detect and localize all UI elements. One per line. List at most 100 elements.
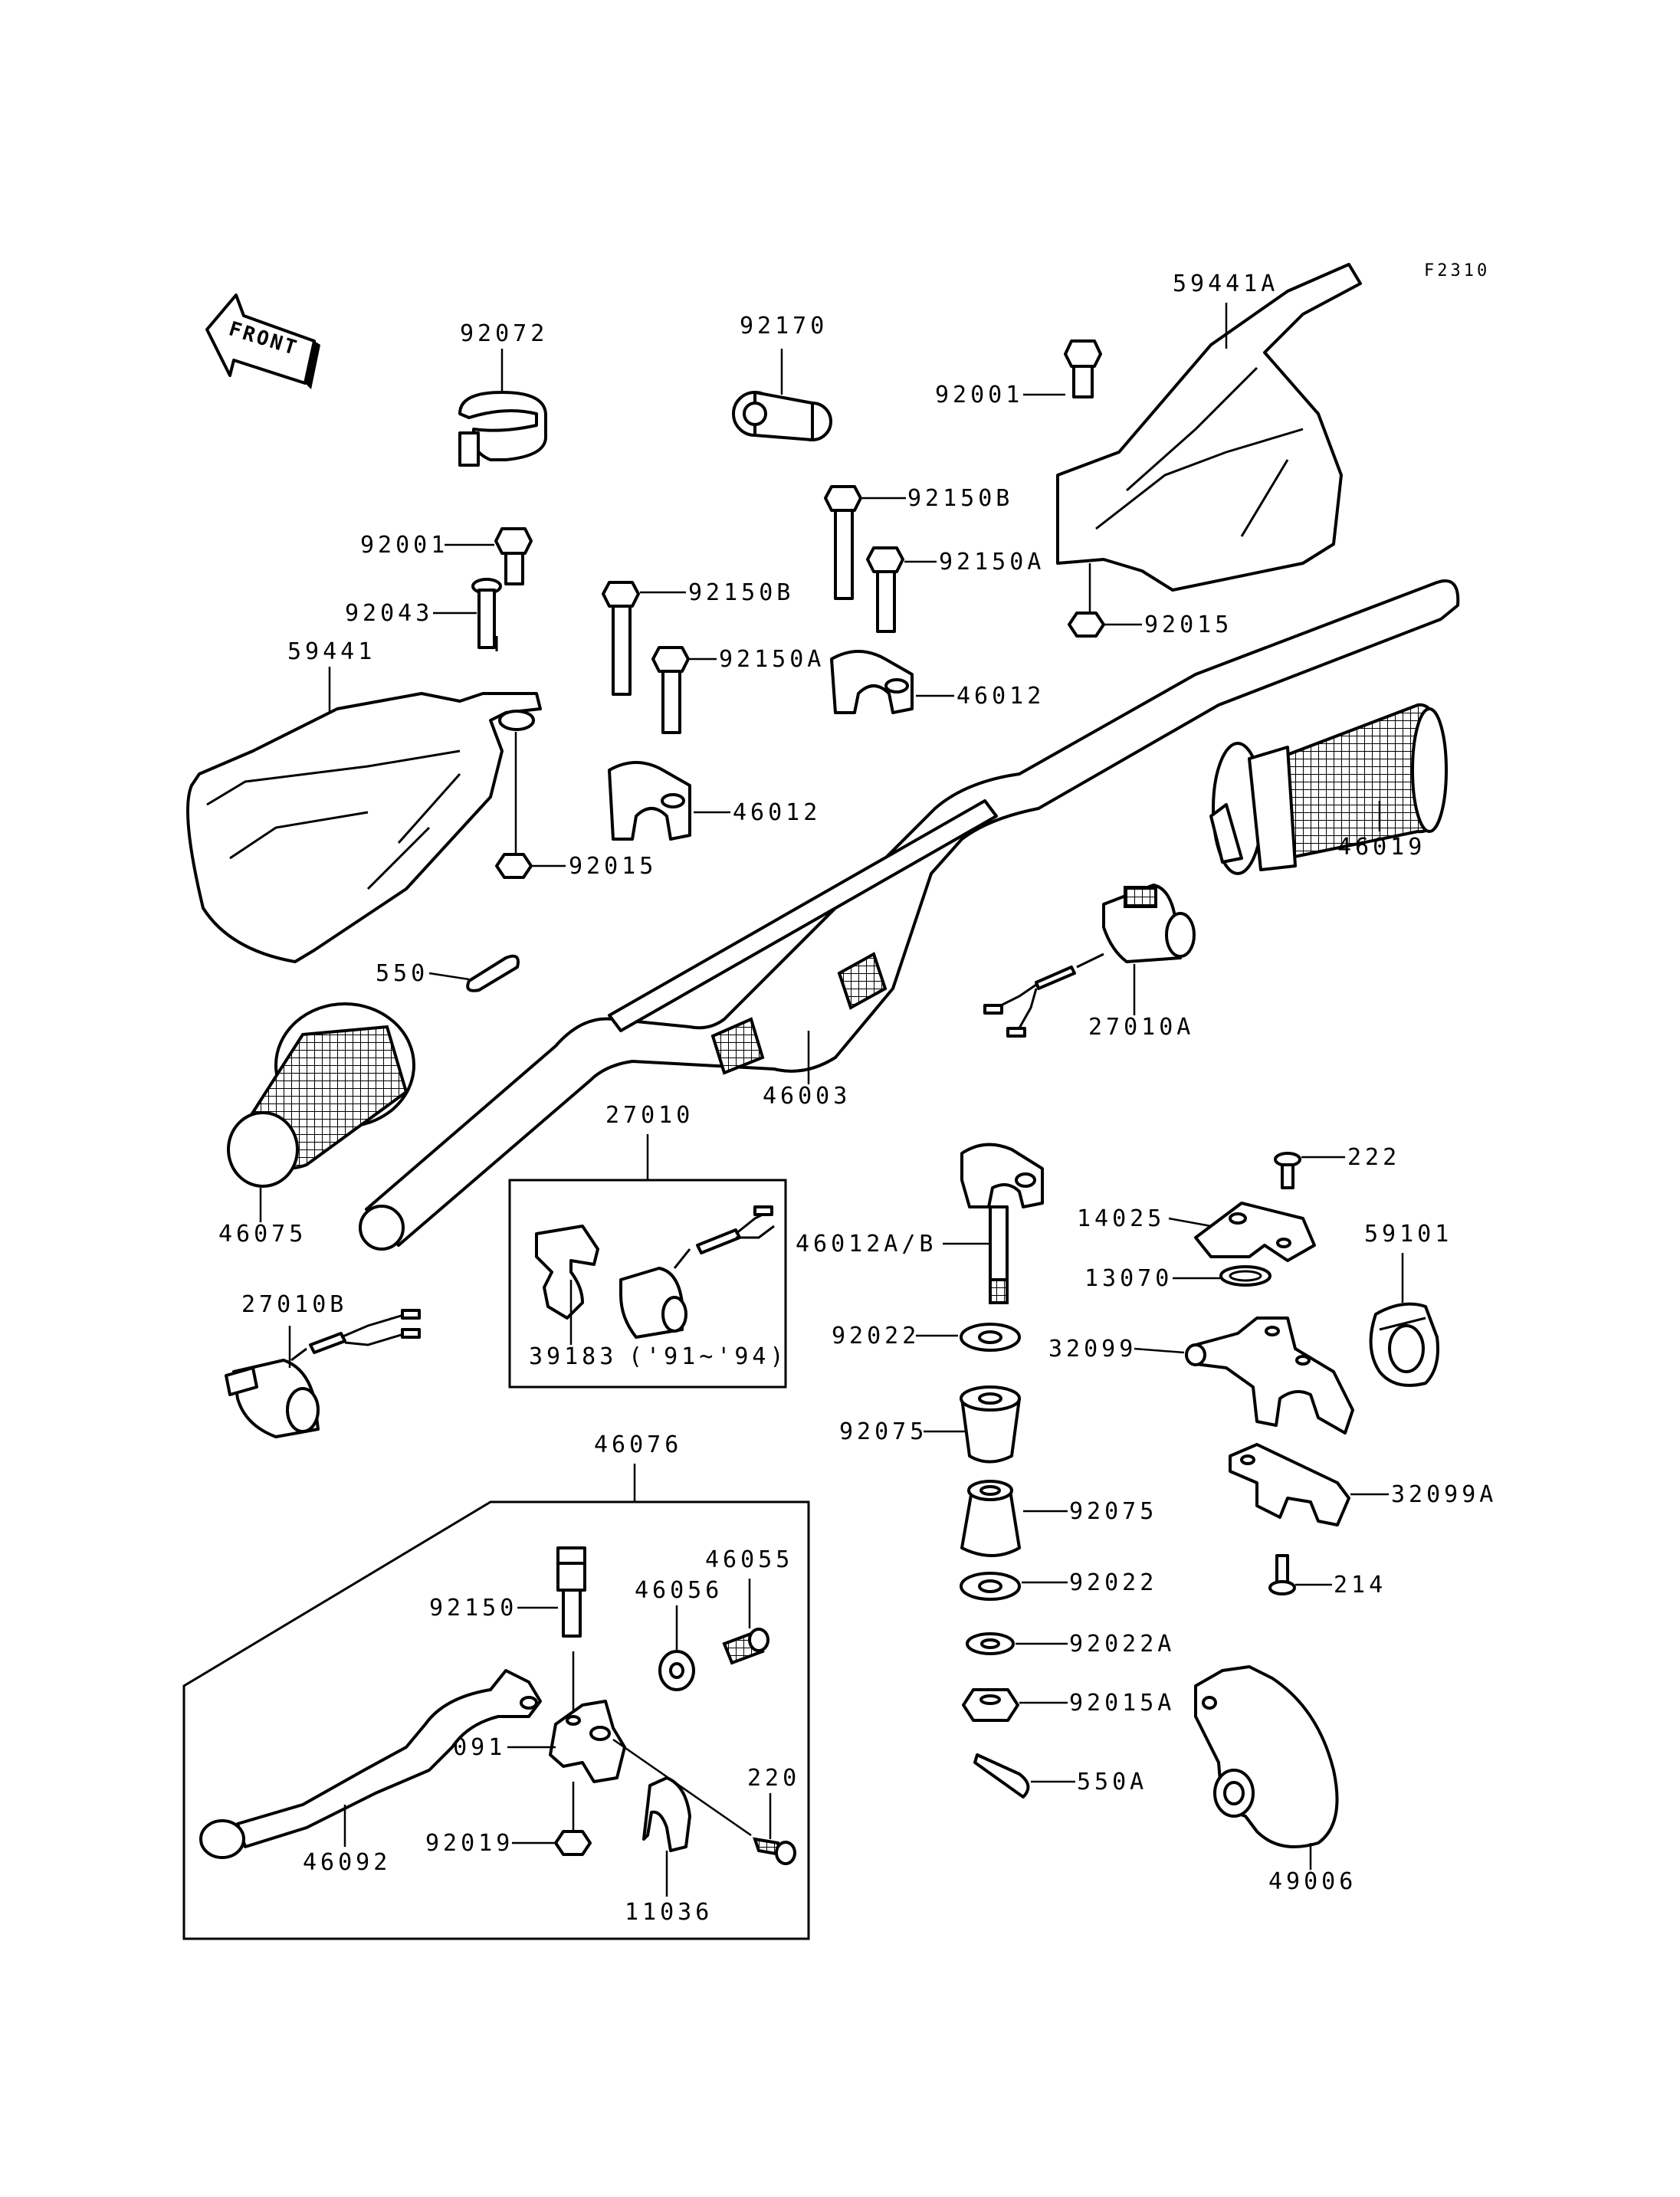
label-92022A: 92022A (1069, 1631, 1175, 1658)
clevis-pin-icon (471, 578, 502, 651)
label-92072: 92072 (460, 320, 548, 347)
label-92170: 92170 (740, 313, 828, 339)
label-92075-b: 92075 (1069, 1498, 1157, 1525)
label-46012-b: 46012 (733, 799, 821, 826)
washer-icon (960, 1572, 1021, 1601)
bolt-icon (866, 546, 904, 633)
label-59101: 59101 (1364, 1221, 1452, 1248)
label-92001-left: 92001 (360, 532, 448, 559)
hand-guard-right-icon (1056, 263, 1362, 592)
label-92150B-a: 92150B (907, 485, 1013, 512)
label-59441: 59441 (287, 638, 376, 665)
label-92019: 92019 (425, 1830, 514, 1857)
nut-icon (1068, 612, 1105, 638)
label-13070: 13070 (1084, 1265, 1173, 1292)
label-92150A-b: 92150A (719, 646, 825, 673)
handlebar-holder-post-icon (960, 1143, 1044, 1304)
label-46012-a: 46012 (956, 683, 1045, 710)
label-32099: 32099 (1048, 1336, 1137, 1362)
label-214: 214 (1334, 1572, 1386, 1599)
label-92001-top: 92001 (935, 382, 1023, 408)
handlebar-clamp-icon (732, 391, 832, 441)
washer-icon (960, 1323, 1021, 1352)
throttle-housing-icon (1185, 1317, 1354, 1435)
label-46056: 46056 (635, 1577, 723, 1604)
label-92022-a: 92022 (832, 1323, 920, 1349)
label-46003: 46003 (763, 1083, 851, 1110)
adjuster-bolt-icon (722, 1628, 769, 1665)
kill-switch-icon (225, 1309, 421, 1438)
switch-bracket-icon (535, 1225, 599, 1320)
nut-icon (962, 1688, 1019, 1722)
cotter-pin-icon (466, 954, 520, 992)
screw-icon (753, 1837, 796, 1865)
bolt-icon (824, 485, 862, 600)
hand-guard-left-icon (186, 692, 542, 963)
label-92150B-b: 92150B (688, 579, 794, 606)
bolt-icon (602, 581, 640, 696)
label-27010: 27010 (605, 1102, 694, 1129)
label-92150: 92150 (429, 1595, 517, 1622)
washer-icon (966, 1632, 1015, 1655)
handlebar-icon (359, 579, 1460, 1251)
cable-guide-icon (1194, 1665, 1339, 1848)
kill-switch-icon (619, 1205, 775, 1339)
label-27010A: 27010A (1088, 1014, 1194, 1041)
grip-left-icon (227, 1002, 415, 1188)
bolt-icon (1064, 339, 1102, 398)
nut-icon (495, 853, 533, 879)
bolt-icon (494, 527, 533, 585)
label-92015-left: 92015 (569, 853, 657, 880)
label-46075: 46075 (218, 1221, 307, 1248)
throttle-cover-icon (1194, 1202, 1316, 1262)
bolt-icon (556, 1546, 586, 1638)
label-92150A-a: 92150A (939, 549, 1045, 575)
label-92015-right: 92015 (1144, 612, 1232, 638)
rubber-damper-icon (960, 1480, 1021, 1557)
clutch-lever-icon (199, 1669, 542, 1859)
lever-clamp-icon (642, 1776, 691, 1852)
label-92043: 92043 (345, 600, 433, 627)
label-46019: 46019 (1337, 834, 1426, 861)
label-49006: 49006 (1268, 1868, 1357, 1895)
screw-icon (1268, 1554, 1296, 1595)
label-92015A: 92015A (1069, 1690, 1175, 1717)
label-11036: 11036 (625, 1899, 713, 1926)
retainer-ring-icon (1219, 1265, 1271, 1287)
label-59441A: 59441A (1173, 271, 1278, 297)
screw-icon (1274, 1152, 1301, 1189)
throttle-pulley-icon (1369, 1302, 1439, 1387)
label-46076: 46076 (594, 1431, 682, 1458)
kill-switch-icon (983, 884, 1196, 1038)
label-220: 220 (747, 1765, 800, 1792)
label-39183: 39183 (529, 1343, 617, 1370)
handlebar-holder-icon (830, 650, 914, 714)
label-92022-b: 92022 (1069, 1569, 1157, 1596)
adjuster-nut-icon (658, 1650, 695, 1691)
label-27010B: 27010B (241, 1291, 347, 1318)
nut-icon (554, 1830, 592, 1856)
figure-code: F2310 (1424, 261, 1490, 280)
front-arrow-icon: FRONT (205, 293, 320, 389)
label-550A: 550A (1077, 1769, 1147, 1795)
label-92075-a: 92075 (839, 1418, 927, 1445)
group-box-27010 (508, 1179, 787, 1389)
throttle-grip-icon (1209, 703, 1448, 875)
rubber-damper-icon (960, 1385, 1021, 1464)
group-box-46076 (182, 1500, 810, 1940)
label-550: 550 (376, 960, 428, 987)
clamp-ring-icon (458, 391, 547, 467)
label-46055: 46055 (705, 1546, 793, 1573)
label-14025: 14025 (1077, 1205, 1165, 1232)
throttle-housing-lower-icon (1229, 1443, 1350, 1526)
label-39183-years: ('91~'94) (628, 1343, 788, 1370)
label-46012AB: 46012A/B (796, 1231, 937, 1258)
lever-holder-icon (549, 1700, 626, 1783)
label-222: 222 (1347, 1144, 1400, 1171)
handlebar-holder-icon (608, 761, 691, 841)
cotter-pin-icon (973, 1753, 1030, 1799)
label-46092: 46092 (303, 1849, 391, 1876)
bolt-icon (651, 646, 690, 734)
label-32099A: 32099A (1391, 1481, 1497, 1508)
